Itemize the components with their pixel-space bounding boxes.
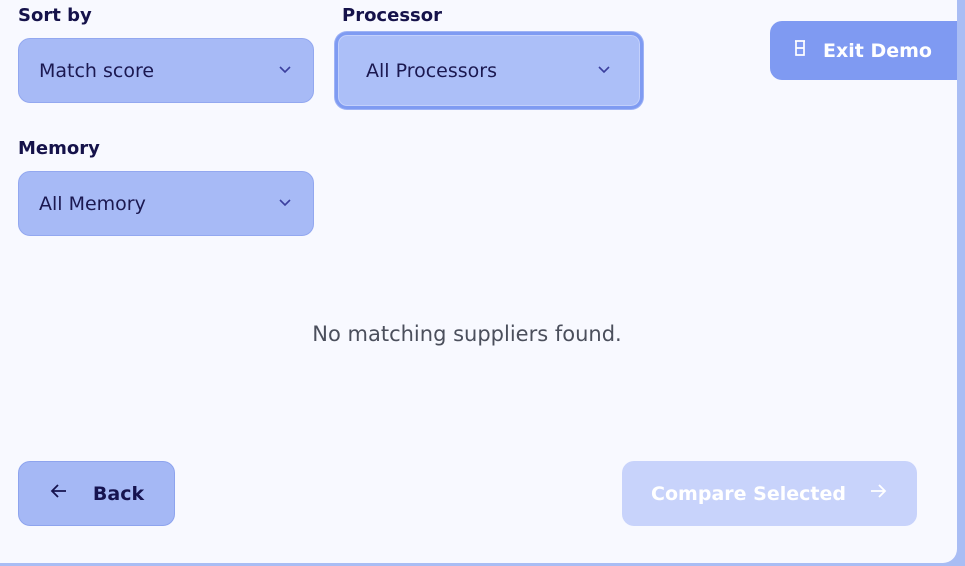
memory-select[interactable]: All Memory — [18, 171, 314, 236]
arrow-left-icon — [49, 481, 69, 506]
processor-value: All Processors — [366, 59, 498, 82]
sort-by-value: Match score — [39, 59, 155, 82]
processor-label: Processor — [342, 5, 442, 26]
exit-demo-label: Exit Demo — [823, 39, 932, 62]
chevron-down-icon — [596, 61, 612, 81]
compare-selected-label: Compare Selected — [651, 482, 846, 505]
processor-select[interactable]: All Processors — [335, 32, 643, 109]
back-button[interactable]: Back — [18, 461, 175, 526]
beaker-icon — [791, 39, 809, 62]
exit-demo-button[interactable]: Exit Demo — [770, 21, 957, 80]
chevron-down-icon — [277, 61, 293, 81]
memory-label: Memory — [18, 138, 100, 159]
empty-results-message: No matching suppliers found. — [312, 322, 622, 346]
sort-by-select[interactable]: Match score — [18, 38, 314, 103]
chevron-down-icon — [277, 194, 293, 214]
back-label: Back — [92, 482, 145, 505]
compare-selected-button[interactable]: Compare Selected — [622, 461, 917, 526]
memory-value: All Memory — [39, 192, 146, 215]
arrow-right-icon — [868, 481, 888, 506]
sort-by-label: Sort by — [18, 5, 92, 26]
